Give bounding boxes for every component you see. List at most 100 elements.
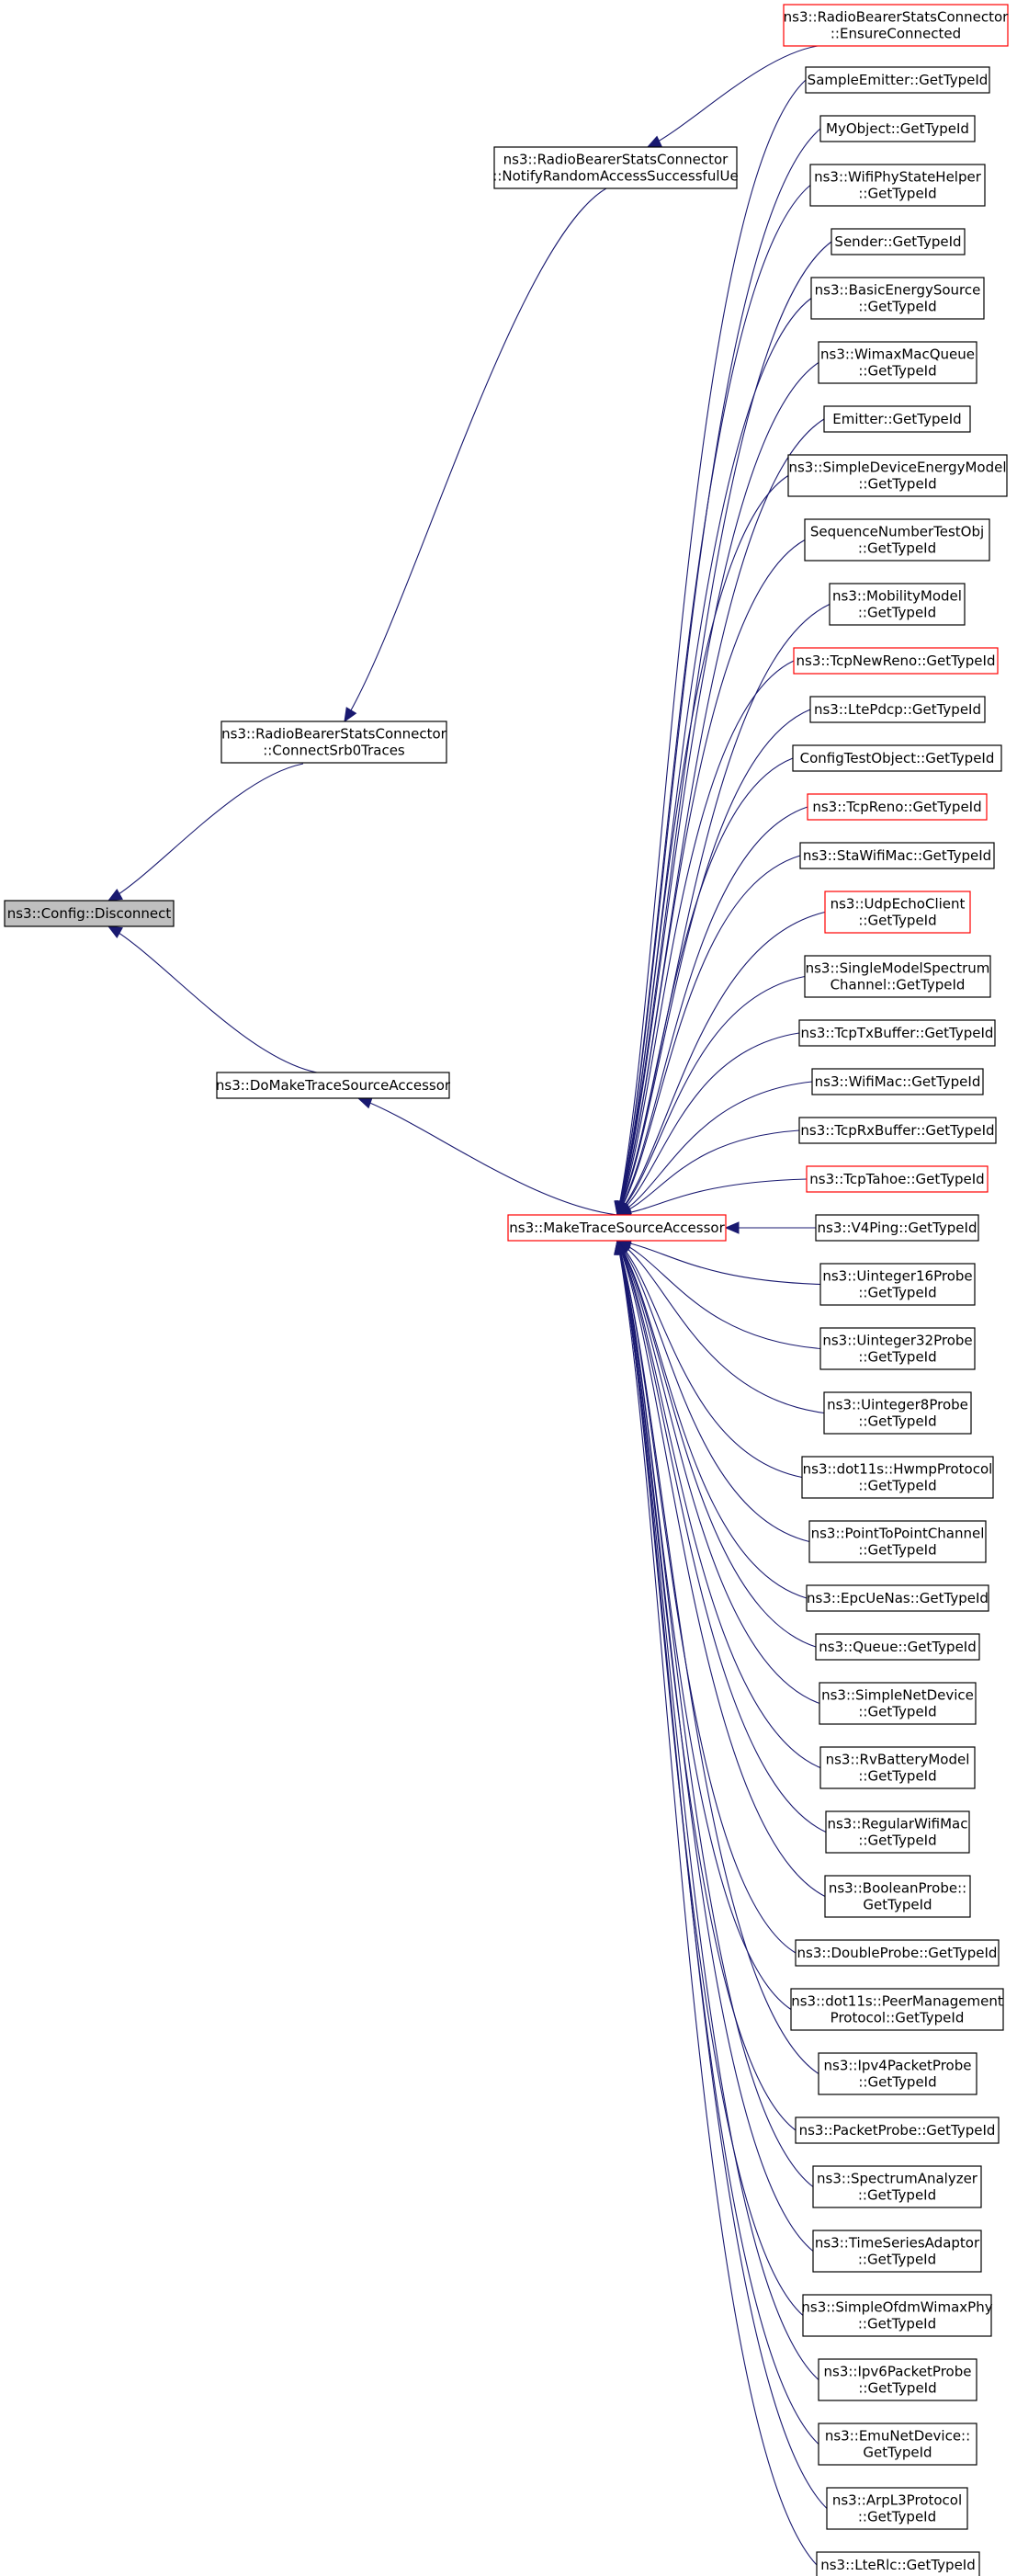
node-box <box>807 793 988 821</box>
edge <box>616 855 801 1216</box>
node-ns3-arpl3protocol-gettypeid[interactable]: ns3::ArpL3Protocol::GetTypeId <box>826 2487 968 2530</box>
node-ns3-tcpnewreno-gettypeid[interactable]: ns3::TcpNewReno::GetTypeId <box>793 647 999 675</box>
edge-arrowhead <box>646 135 662 148</box>
node-ns3-spectrumanalyzer-gettypeid[interactable]: ns3::SpectrumAnalyzer::GetTypeId <box>812 2165 982 2208</box>
node-config-disconnect[interactable]: ns3::Config::Disconnect <box>4 900 175 927</box>
node-ns3-tcprxbuffer-gettypeid[interactable]: ns3::TcpRxBuffer::GetTypeId <box>798 1117 997 1144</box>
node-box <box>811 1068 984 1095</box>
node-make-trace-source-accessor[interactable]: ns3::MakeTraceSourceAccessor <box>507 1214 727 1242</box>
node-configtestobject-gettypeid[interactable]: ConfigTestObject::GetTypeId <box>792 744 1002 772</box>
node-ns3-timeseriesadaptor-gettypeid[interactable]: ns3::TimeSeriesAdaptor::GetTypeId <box>812 2230 982 2273</box>
node-ns3-regularwifimac-gettypeid[interactable]: ns3::RegularWifiMac::GetTypeId <box>825 1810 970 1854</box>
node-ns3-booleanprobe-gettypeid[interactable]: ns3::BooleanProbe::GetTypeId <box>824 1875 971 1918</box>
edge <box>616 1240 803 1479</box>
node-label: ::GetTypeId <box>858 540 936 557</box>
node-label: ::GetTypeId <box>858 2187 936 2204</box>
node-label: ns3::EpcUeNas::GetTypeId <box>807 1590 989 1606</box>
edge <box>616 709 811 1216</box>
edge <box>616 362 819 1216</box>
node-label: ns3::SimpleNetDevice <box>821 1687 974 1704</box>
node-label: ns3::StaWifiMac::GetTypeId <box>803 847 991 864</box>
node-sequencenumbertestobj-gettypeid[interactable]: SequenceNumberTestObj::GetTypeId <box>804 518 990 562</box>
node-ns3-dot11s-peermanagement-protocol-gettypeid[interactable]: ns3::dot11s::PeerManagementProtocol::Get… <box>790 1988 1004 2031</box>
node-ns3-simpledeviceenergymodel-gettypeid[interactable]: ns3::SimpleDeviceEnergyModel::GetTypeId <box>787 454 1008 497</box>
node-ns3-stawifimac-gettypeid[interactable]: ns3::StaWifiMac::GetTypeId <box>799 842 995 869</box>
node-box <box>795 2116 1000 2144</box>
node-box <box>818 2423 977 2466</box>
node-ns3-singlemodelspectrum-channel-gettypeid[interactable]: ns3::SingleModelSpectrumChannel::GetType… <box>804 955 991 998</box>
node-label: ::GetTypeId <box>858 363 936 380</box>
node-ns3-emunetdevice-gettypeid[interactable]: ns3::EmuNetDevice::GetTypeId <box>818 2423 977 2466</box>
node-ns3-ltepdcp-gettypeid[interactable]: ns3::LtePdcp::GetTypeId <box>809 696 986 723</box>
node-sampleemitter-gettypeid[interactable]: SampleEmitter::GetTypeId <box>805 66 990 94</box>
node-box <box>805 66 990 94</box>
node-rbsc-ensure-connected[interactable]: ns3::RadioBearerStatsConnector::EnsureCo… <box>783 4 1010 47</box>
node-label: ns3::EmuNetDevice:: <box>825 2428 970 2445</box>
node-ns3-tcptahoe-gettypeid[interactable]: ns3::TcpTahoe::GetTypeId <box>806 1165 989 1193</box>
node-label: ns3::SingleModelSpectrum <box>806 960 990 977</box>
edge <box>616 1240 817 1648</box>
node-ns3-packetprobe-gettypeid[interactable]: ns3::PacketProbe::GetTypeId <box>795 2116 1000 2144</box>
node-box <box>795 1939 1000 1967</box>
node-ns3-simplenetdevice-gettypeid[interactable]: ns3::SimpleNetDevice::GetTypeId <box>819 1682 977 1725</box>
node-label: ::GetTypeId <box>858 1478 936 1494</box>
edge <box>616 185 811 1216</box>
node-ns3-doubleprobe-gettypeid[interactable]: ns3::DoubleProbe::GetTypeId <box>795 1939 1000 1967</box>
node-ns3-wifiphystatehelper-gettypeid[interactable]: ns3::WifiPhyStateHelper::GetTypeId <box>809 164 986 207</box>
edge-arrowhead <box>107 925 123 938</box>
node-box <box>819 115 976 142</box>
node-ns3-queue-gettypeid[interactable]: ns3::Queue::GetTypeId <box>815 1633 980 1661</box>
node-label: ns3::MobilityModel <box>832 588 962 605</box>
node-myobject-gettypeid[interactable]: MyObject::GetTypeId <box>819 115 976 142</box>
node-ns3-ipv4packetprobe-gettypeid[interactable]: ns3::Ipv4PacketProbe::GetTypeId <box>818 2052 977 2095</box>
node-ns3-lterlc-gettypeid[interactable]: ns3::LteRlc::GetTypeId <box>816 2551 980 2576</box>
node-ns3-simpleofdmwimaxphy-gettypeid[interactable]: ns3::SimpleOfdmWimaxPhy::GetTypeId <box>801 2294 993 2337</box>
node-label: ns3::WifiMac::GetTypeId <box>815 1073 981 1090</box>
node-label: ns3::BooleanProbe:: <box>829 1880 966 1897</box>
node-label: ns3::Uinteger32Probe <box>822 1333 972 1349</box>
node-ns3-epcuenas-gettypeid[interactable]: ns3::EpcUeNas::GetTypeId <box>806 1584 989 1612</box>
edge <box>616 1240 821 1286</box>
node-do-make-trace-source-accessor[interactable]: ns3::DoMakeTraceSourceAccessor <box>216 1072 451 1099</box>
node-label: ns3::RvBatteryModel <box>826 1752 970 1768</box>
node-label: ns3::Uinteger16Probe <box>822 1268 972 1285</box>
node-box <box>790 1988 1004 2031</box>
node-ns3-wifimac-gettypeid[interactable]: ns3::WifiMac::GetTypeId <box>811 1068 984 1095</box>
node-ns3-ipv6packetprobe-gettypeid[interactable]: ns3::Ipv6PacketProbe::GetTypeId <box>818 2358 977 2401</box>
node-ns3-mobilitymodel-gettypeid[interactable]: ns3::MobilityModel::GetTypeId <box>829 583 966 626</box>
node-ns3-wimaxmacqueue-gettypeid[interactable]: ns3::WimaxMacQueue::GetTypeId <box>818 341 977 384</box>
node-ns3-pointtopointchannel-gettypeid[interactable]: ns3::PointToPointChannel::GetTypeId <box>808 1520 987 1563</box>
edge <box>107 763 304 902</box>
node-label: ns3::LtePdcp::GetTypeId <box>814 701 981 718</box>
node-rbsc-notify-random-access[interactable]: ns3::RadioBearerStatsConnector::NotifyRa… <box>492 146 739 189</box>
node-ns3-tcpreno-gettypeid[interactable]: ns3::TcpReno::GetTypeId <box>807 793 988 821</box>
node-ns3-uinteger32probe-gettypeid[interactable]: ns3::Uinteger32Probe::GetTypeId <box>819 1327 976 1370</box>
node-rbsc-connect-srb0-traces[interactable]: ns3::RadioBearerStatsConnector::ConnectS… <box>220 721 447 764</box>
edge <box>616 911 826 1216</box>
node-box <box>787 454 1008 497</box>
edge <box>616 1240 819 2380</box>
node-ns3-tcptxbuffer-gettypeid[interactable]: ns3::TcpTxBuffer::GetTypeId <box>798 1019 996 1047</box>
node-label: ns3::Uinteger8Probe <box>827 1397 968 1413</box>
node-ns3-uinteger16probe-gettypeid[interactable]: ns3::Uinteger16Probe::GetTypeId <box>819 1263 976 1306</box>
node-ns3-rvbatterymodel-gettypeid[interactable]: ns3::RvBatteryModel::GetTypeId <box>819 1746 976 1789</box>
node-ns3-basicenergysource-gettypeid[interactable]: ns3::BasicEnergySource::GetTypeId <box>810 277 985 320</box>
edge-arrowhead <box>724 1221 740 1234</box>
node-ns3-uinteger8probe-gettypeid[interactable]: ns3::Uinteger8Probe::GetTypeId <box>823 1391 972 1435</box>
node-box <box>798 1019 996 1047</box>
node-ns3-dot11s-hwmpprotocol-gettypeid[interactable]: ns3::dot11s::HwmpProtocol::GetTypeId <box>801 1456 994 1499</box>
edge <box>107 925 318 1073</box>
node-label: ns3::ArpL3Protocol <box>832 2492 962 2509</box>
edge <box>357 1097 618 1216</box>
node-ns3-udpechoclient-gettypeid[interactable]: ns3::UdpEchoClient::GetTypeId <box>824 891 971 934</box>
node-label: ns3::TcpTahoe::GetTypeId <box>809 1171 984 1187</box>
node-label: ::GetTypeId <box>858 1349 936 1366</box>
node-box <box>819 1263 976 1306</box>
node-box <box>783 4 1009 47</box>
node-sender-gettypeid[interactable]: Sender::GetTypeId <box>831 228 966 255</box>
node-ns3-v4ping-gettypeid[interactable]: ns3::V4Ping::GetTypeId <box>815 1214 979 1242</box>
node-label: ns3::DoMakeTraceSourceAccessor <box>216 1077 451 1094</box>
node-label: ns3::WifiPhyStateHelper <box>814 169 982 186</box>
edge-arrowhead <box>614 1239 627 1255</box>
node-emitter-gettypeid[interactable]: Emitter::GetTypeId <box>823 405 971 433</box>
